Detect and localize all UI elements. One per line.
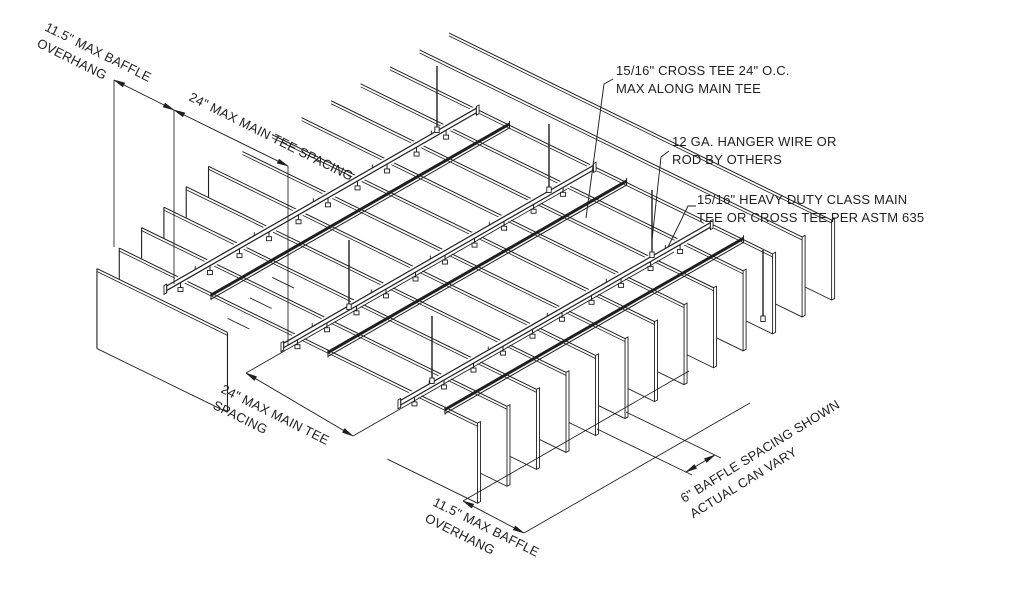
leader-hanger-wire-note — [651, 150, 670, 241]
baffle-field — [96, 32, 836, 505]
annotation-main-tee-note: 15/16" HEAVY DUTY CLASS MAIN TEE OR CROSS… — [697, 192, 924, 225]
dim-baffle-overhang-top — [113, 79, 175, 284]
annotation-line: ROD BY OTHERS — [672, 152, 782, 167]
main-tee — [162, 104, 481, 296]
leader-cross-tee-note — [585, 78, 614, 219]
annotation-cross-tee-note: 15/16" CROSS TEE 24" O.C. MAX ALONG MAIN … — [616, 63, 790, 96]
hanger-wire — [649, 190, 655, 258]
main-tee-group — [162, 104, 715, 410]
annotation-line: MAX ALONG MAIN TEE — [616, 81, 761, 96]
cross-tee — [327, 178, 628, 358]
dimension-group — [113, 78, 751, 534]
hanger-wire — [546, 124, 552, 193]
hanger-wire-group — [346, 66, 766, 384]
dim-main-tee-spacing-top — [173, 109, 289, 345]
leader-main-tee-note — [667, 205, 696, 248]
annotation-line: 15/16" CROSS TEE 24" O.C. — [616, 63, 790, 78]
cross-tee — [444, 235, 745, 415]
baffle-panel — [96, 267, 229, 414]
hanger-wire — [346, 240, 352, 310]
dim-baffle-overhang-bottom — [462, 370, 751, 534]
cross-tee-group — [210, 120, 745, 415]
annotation-line: TEE OR CROSS TEE PER ASTM 635 — [697, 210, 924, 225]
dim-baffle-spacing — [596, 411, 722, 476]
hanger-wire — [429, 316, 435, 384]
annotation-line: 15/16" HEAVY DUTY CLASS MAIN — [697, 192, 907, 207]
cross-tee — [210, 120, 511, 301]
main-tee — [279, 161, 598, 353]
dim-main-tee-spacing-bottom — [245, 188, 675, 437]
hanger-wire — [434, 66, 440, 133]
hanger-wire — [760, 250, 766, 322]
annotation-line: 12 GA. HANGER WIRE OR — [672, 134, 837, 149]
annotation-hanger-wire-note: 12 GA. HANGER WIRE OR ROD BY OTHERS — [672, 134, 837, 167]
